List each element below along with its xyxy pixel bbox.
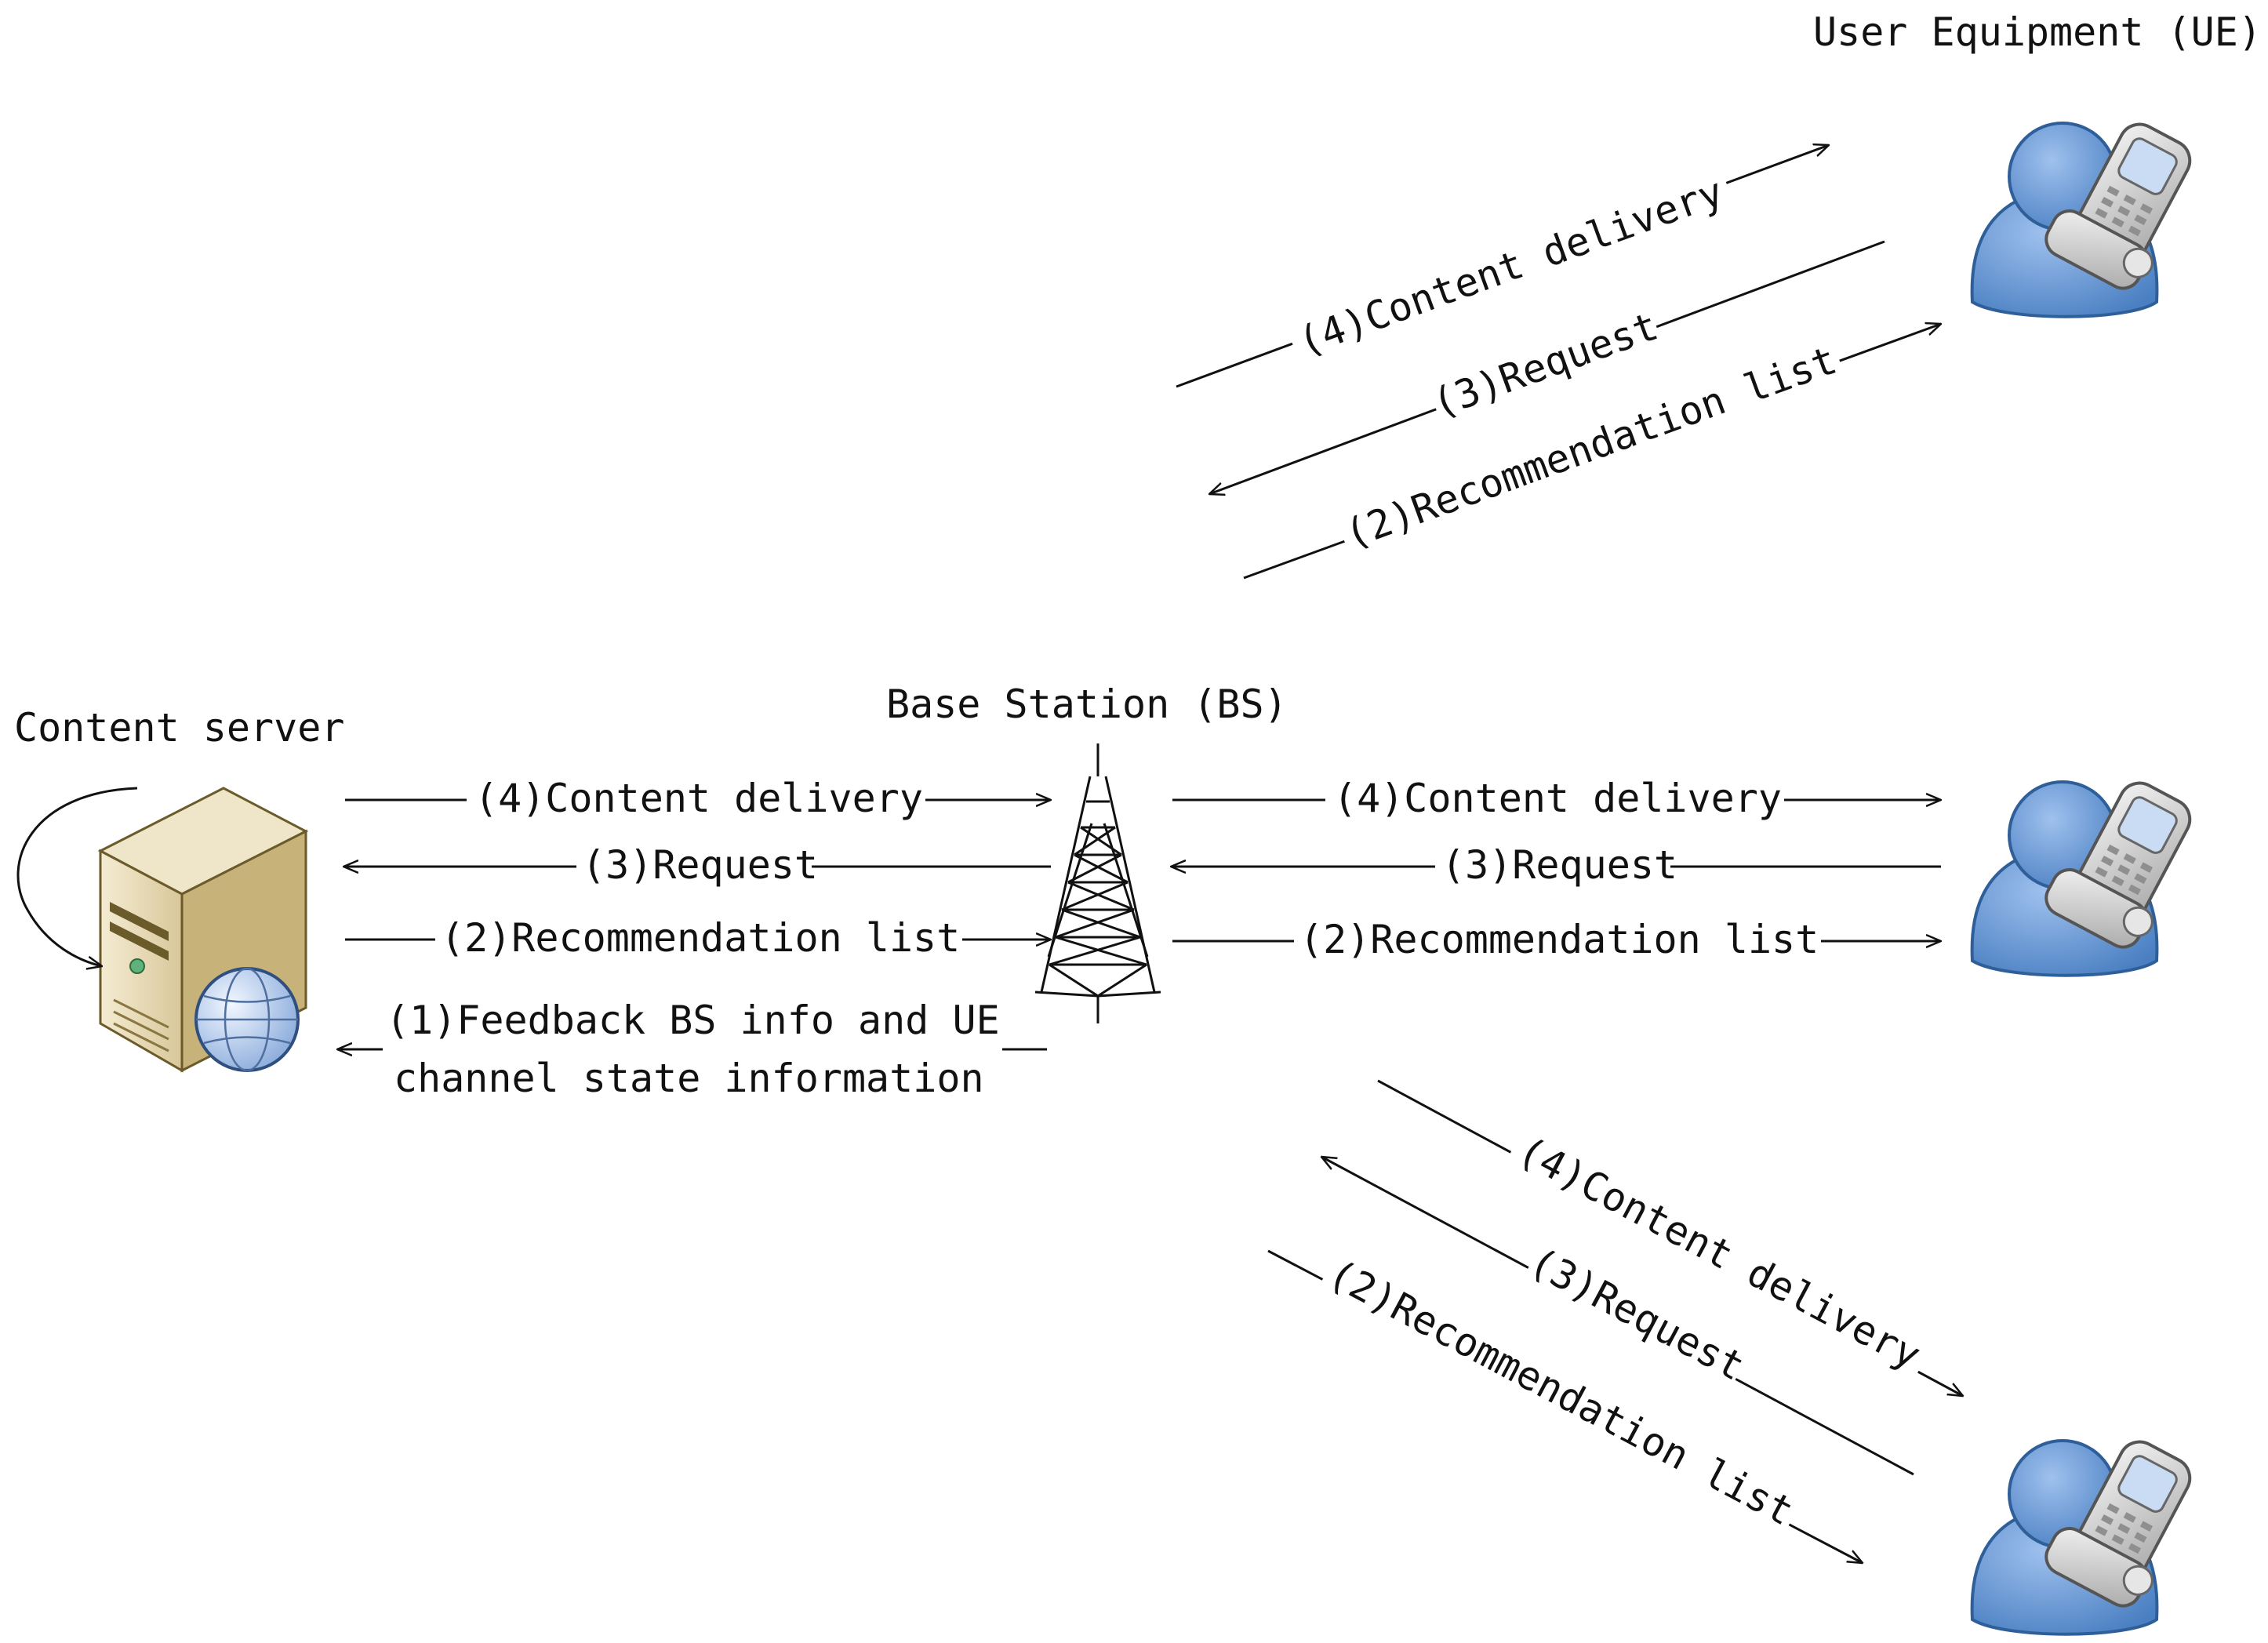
server-bs-feedback-label-line2: channel state information	[394, 1056, 984, 1101]
bs-ue-middle-recommendation-label: (2)Recommendation list	[1299, 917, 1819, 962]
bs-ue-middle-request-label: (3)Request	[1441, 842, 1677, 888]
ue-top-icon	[1970, 106, 2212, 318]
tower-icon	[1034, 743, 1161, 1023]
user-equipment-label: User Equipment (UE)	[1813, 9, 2262, 55]
bs-ue-middle-labels: (4)Content delivery (3)Request (2)Recomm…	[1294, 772, 1821, 962]
globe-icon	[194, 967, 300, 1072]
base-station-label: Base Station (BS)	[886, 682, 1288, 727]
bs-ue-bottom-labels: (4)Content delivery (3)Request (2)Recomm…	[1318, 1120, 1937, 1536]
content-server-label: Content server	[14, 705, 344, 751]
ue-bottom-icon	[1970, 1423, 2212, 1636]
content-server-node: Content server	[14, 705, 344, 1073]
server-bs-request-label: (3)Request	[582, 842, 818, 888]
server-bs-feedback-label-line1: (1)Feedback BS info and UE	[386, 998, 1000, 1043]
bs-ue-top-labels: (4)Content delivery (3)Request (2)Recomm…	[1284, 162, 1846, 558]
base-station-node: Base Station (BS)	[886, 682, 1288, 1023]
server-bs-content-delivery-label: (4)Content delivery	[474, 776, 923, 821]
bs-ue-top-content-delivery-label: (4)Content delivery	[1292, 169, 1729, 365]
server-bs-recommendation-label: (2)Recommendation list	[441, 915, 960, 961]
bs-ue-middle-content-delivery-label: (4)Content delivery	[1333, 776, 1782, 821]
ue-middle-icon	[1970, 765, 2212, 977]
server-bs-labels: (4)Content delivery (3)Request (2)Recomm…	[383, 772, 1002, 1101]
server-loop-arrow	[16, 787, 138, 966]
